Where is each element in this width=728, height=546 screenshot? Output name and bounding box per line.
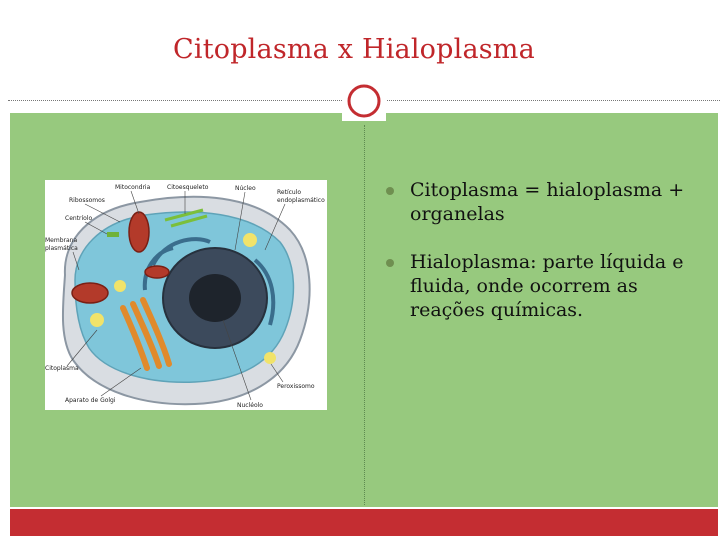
mitochondrion: [145, 266, 169, 278]
label-membrana-1: Membrana: [45, 237, 77, 244]
centriole: [107, 232, 119, 237]
cell-diagram-svg: Mitocondria Citoesqueleto Núcleo Retícul…: [45, 180, 327, 410]
label-citoplasma: Citoplasma: [45, 365, 79, 372]
cell-diagram: Mitocondria Citoesqueleto Núcleo Retícul…: [45, 180, 327, 410]
bullet-text: Citoplasma = hialoplasma + organelas: [410, 179, 684, 225]
footer-bar: [10, 509, 718, 536]
vesicle: [243, 233, 257, 247]
label-centriolo: Centríolo: [65, 215, 93, 222]
vesicle: [114, 280, 126, 292]
label-golgi: Aparato de Golgi: [65, 397, 116, 404]
label-nucleo: Núcleo: [235, 185, 256, 192]
label-citoesqueleto: Citoesqueleto: [167, 184, 209, 191]
label-reticulo-2: endoplasmático: [277, 197, 325, 204]
vesicle: [90, 313, 104, 327]
mitochondrion: [129, 212, 149, 252]
column-divider: [364, 125, 365, 505]
label-ribossomos: Ribossomos: [69, 197, 105, 204]
bullet-item: Hialoplasma: parte líquida e fluida, ond…: [380, 250, 700, 322]
circle-ornament-icon: [342, 81, 386, 121]
peroxisome: [264, 352, 276, 364]
label-reticulo-1: Retículo: [277, 189, 301, 196]
label-peroxissomo: Peroxissomo: [277, 383, 315, 390]
mitochondrion: [72, 283, 108, 303]
nucleolus: [189, 274, 241, 322]
bullet-icon: [386, 187, 394, 195]
bullet-list: Citoplasma = hialoplasma + organelas Hia…: [380, 178, 700, 346]
label-membrana-2: plasmática: [45, 245, 78, 252]
slide-title: Citoplasma x Hialoplasma: [173, 34, 535, 65]
bullet-text: Hialoplasma: parte líquida e fluida, ond…: [410, 251, 684, 321]
label-mitocondria: Mitocondria: [115, 184, 151, 191]
label-nucleolo: Nucléolo: [237, 402, 263, 409]
bullet-icon: [386, 259, 394, 267]
bullet-item: Citoplasma = hialoplasma + organelas: [380, 178, 700, 226]
